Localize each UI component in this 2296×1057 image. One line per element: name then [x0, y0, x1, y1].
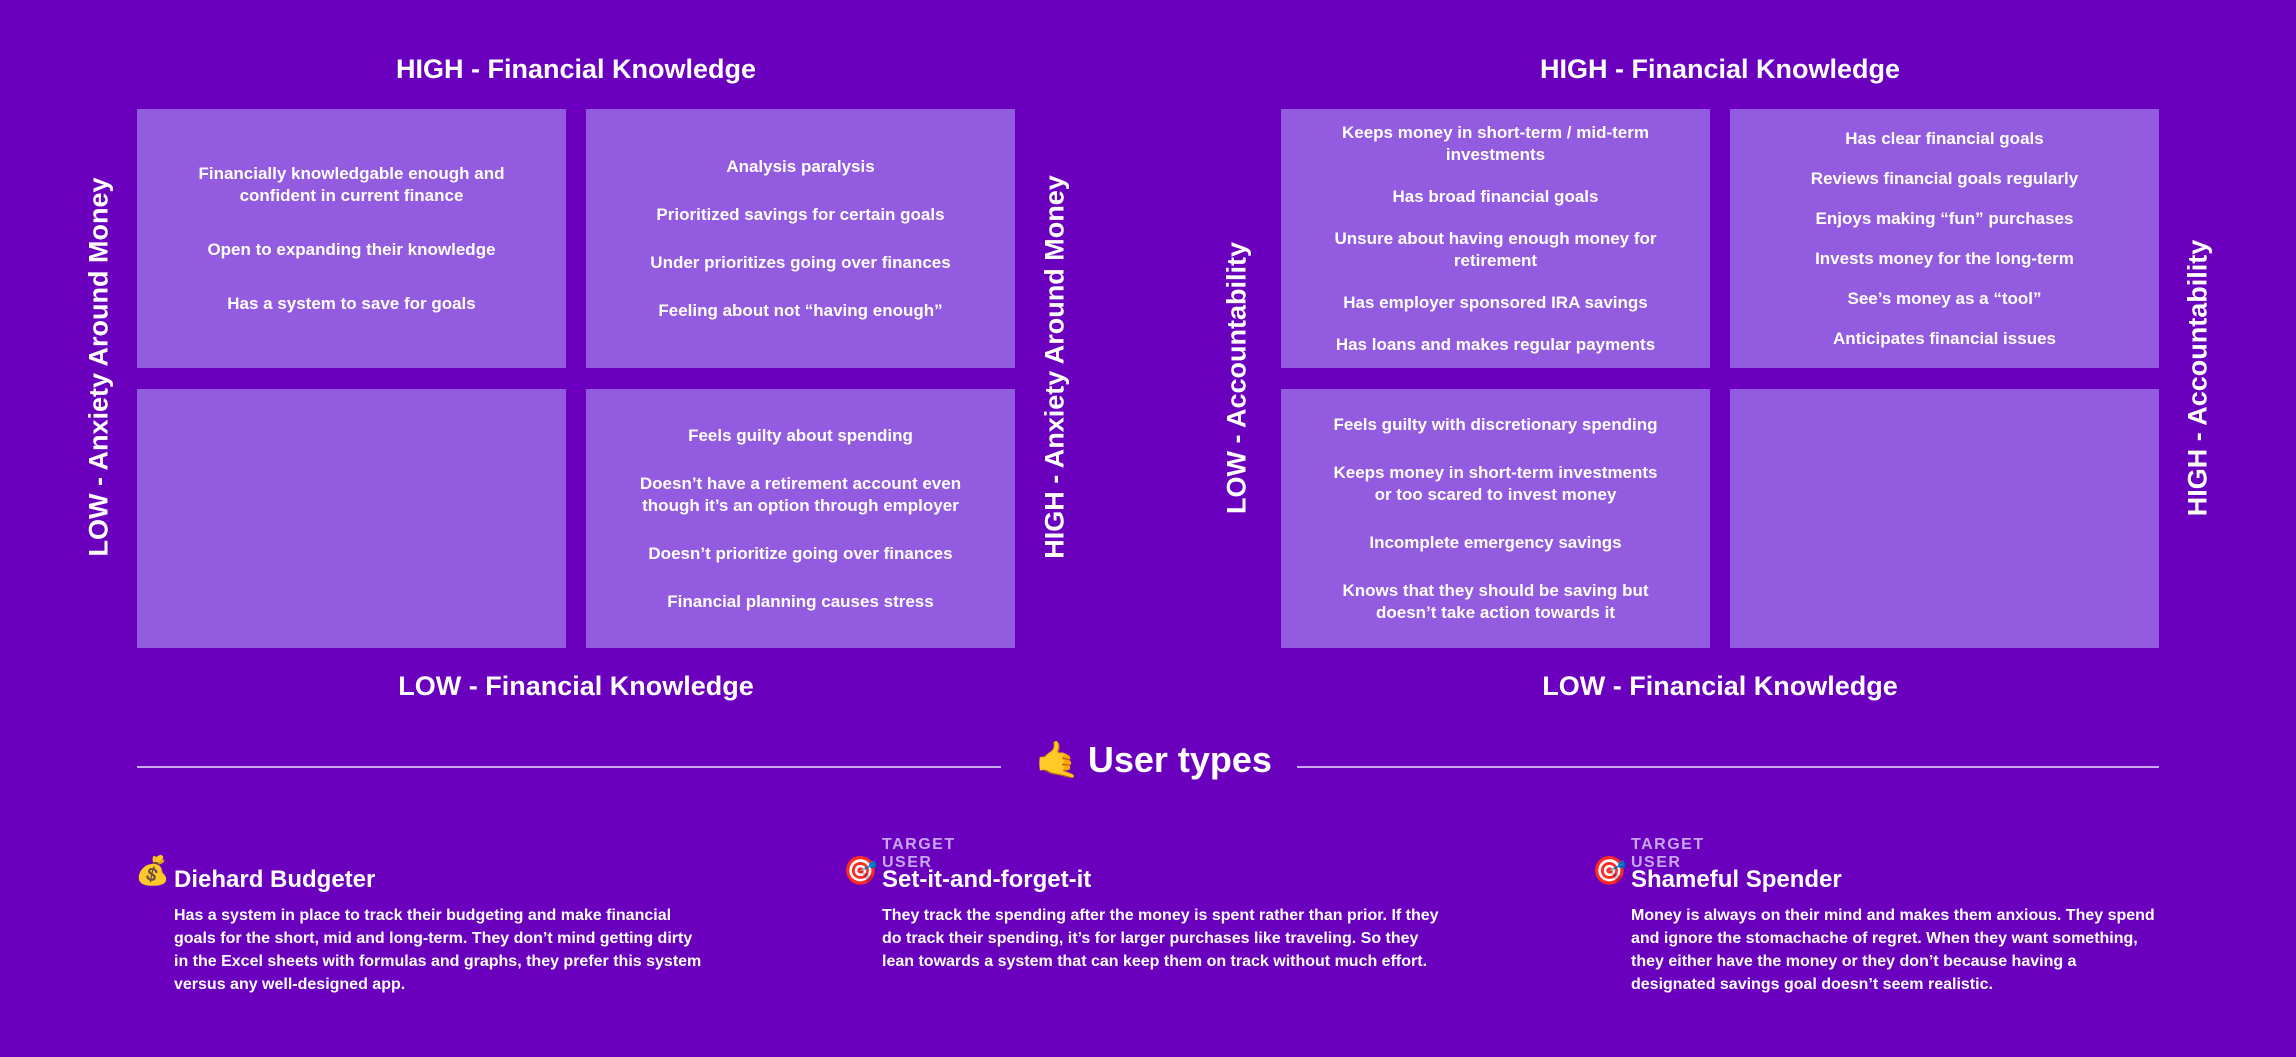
persona-description: They track the spending after the money … [882, 907, 1439, 970]
quadrant-item: Knows that they should be saving but doe… [1342, 580, 1649, 622]
persona-description: Money is always on their mind and makes … [1631, 907, 2155, 993]
quadrant-item: Anticipates financial issues [1833, 328, 2056, 348]
persona-name: Shameful Spender [1631, 866, 1842, 893]
matrix-2-right-label: HIGH - Accountability [2182, 239, 2213, 517]
quadrant-item: Doesn’t have a retirement account even t… [639, 473, 962, 515]
matrix-1-quadrant-bottom-left [137, 389, 566, 648]
quadrant-item: Incomplete emergency savings [1369, 532, 1622, 552]
money-bag-icon: 💰 [135, 855, 170, 886]
quadrant-item: Feels guilty about spending [688, 425, 913, 445]
quadrant-item: See’s money as a “tool” [1847, 288, 2042, 308]
user-types-heading: 🤙 User types [1035, 742, 1272, 778]
quadrant-item: Invests money for the long-term [1815, 248, 2074, 268]
target-icon: 🎯 [843, 855, 878, 886]
quadrant-item: Has a system to save for goals [227, 293, 476, 313]
matrix-2-quadrant-top-left: Keeps money in short-term / mid-term inv… [1281, 109, 1710, 368]
persona-tag: TARGET USER [882, 836, 956, 871]
call-me-hand-icon: 🤙 [1035, 739, 1080, 780]
quadrant-item: Open to expanding their knowledge [207, 239, 496, 259]
matrix-2-bottom-label: LOW - Financial Knowledge [1542, 671, 1898, 701]
target-icon: 🎯 [1592, 855, 1627, 886]
quadrant-item: Has loans and makes regular payments [1335, 334, 1656, 354]
quadrant-item: Enjoys making “fun” purchases [1815, 208, 2074, 228]
matrix-1-bottom-label: LOW - Financial Knowledge [398, 671, 754, 701]
quadrant-item: Feels guilty with discretionary spending [1333, 414, 1658, 434]
section-divider-left [137, 766, 1001, 768]
quadrant-item: Feeling about not “having enough” [658, 300, 943, 320]
quadrant-item: Doesn’t prioritize going over finances [648, 543, 953, 563]
persona-tag: TARGET USER [1631, 836, 1705, 871]
matrix-1-quadrant-top-left: Financially knowledgable enough and conf… [137, 109, 566, 368]
matrix-2-left-label: LOW - Accountability [1221, 242, 1252, 514]
quadrant-item: Has broad financial goals [1392, 186, 1599, 206]
quadrant-item: Under prioritizes going over finances [650, 252, 951, 272]
matrix-2-top-label: HIGH - Financial Knowledge [1539, 54, 1901, 84]
matrix-1-left-label: LOW - Anxiety Around Money [83, 177, 114, 557]
matrix-1-right-label: HIGH - Anxiety Around Money [1039, 175, 1070, 559]
quadrant-item: Financially knowledgable enough and conf… [198, 163, 505, 205]
quadrant-item: Unsure about having enough money for ret… [1334, 228, 1657, 270]
matrix-2-quadrant-bottom-right [1730, 389, 2159, 648]
matrix-1-top-label: HIGH - Financial Knowledge [395, 54, 757, 84]
quadrant-item: Analysis paralysis [726, 156, 875, 176]
persona-name: Set-it-and-forget-it [882, 866, 1092, 893]
persona-description: Has a system in place to track their bud… [174, 907, 702, 993]
quadrant-item: Prioritized savings for certain goals [656, 204, 945, 224]
persona-name: Diehard Budgeter [174, 866, 376, 893]
quadrant-item: Keeps money in short-term investments or… [1333, 462, 1658, 504]
quadrant-item: Financial planning causes stress [667, 591, 934, 611]
quadrant-item: Keeps money in short-term / mid-term inv… [1341, 122, 1649, 164]
quadrant-item: Reviews financial goals regularly [1810, 168, 2079, 188]
section-divider-right [1297, 766, 2159, 768]
quadrant-item: Has employer sponsored IRA savings [1343, 292, 1648, 312]
matrix-2-quadrant-bottom-left: Feels guilty with discretionary spending… [1281, 389, 1710, 648]
user-types-title: User types [1087, 739, 1272, 780]
quadrant-item: Has clear financial goals [1845, 128, 2044, 148]
